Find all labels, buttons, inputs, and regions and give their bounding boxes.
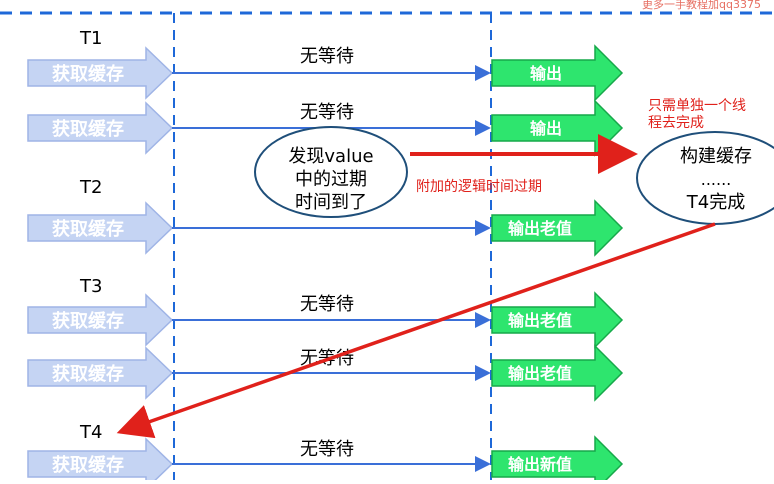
output-new-arrow: 输出新值	[491, 435, 624, 484]
output-old-label-1: 输出老值	[508, 219, 572, 238]
get-cache-label-1: 获取缓存	[52, 63, 124, 85]
build-line-2: ......	[701, 170, 732, 189]
output-old-arrow-1: 输出老值	[491, 199, 624, 257]
thread-label-t1: T1	[79, 28, 102, 49]
watermark-text: 更多一手教程加qq3375	[642, 0, 761, 11]
get-cache-label-4: 获取缓存	[52, 310, 124, 332]
no-wait-label-2: 无等待	[300, 102, 354, 123]
discover-line-1: 发现value	[288, 146, 373, 167]
output-label-2: 输出	[530, 119, 562, 138]
thread-label-t3: T3	[79, 276, 102, 297]
discover-line-3: 时间到了	[295, 192, 367, 213]
output-arrow-1: 输出	[491, 44, 624, 102]
build-line-1: 构建缓存	[680, 146, 752, 167]
red-arrow-to-t4	[116, 222, 716, 439]
build-cache-ellipse: 构建缓存 ...... T4完成	[636, 131, 774, 225]
output-old-label-2: 输出老值	[508, 311, 572, 330]
discover-line-2: 中的过期	[295, 169, 367, 190]
output-label-1: 输出	[530, 64, 562, 83]
no-wait-label-3: 无等待	[300, 294, 354, 315]
extra-logic-note: 附加的逻辑时间过期	[416, 179, 542, 195]
output-old-arrow-2: 输出老值	[491, 291, 624, 349]
get-cache-arrow-6: 获取缓存	[27, 437, 174, 484]
output-arrow-2: 输出	[491, 99, 624, 157]
get-cache-arrow-4: 获取缓存	[27, 293, 174, 347]
get-cache-label-6: 获取缓存	[52, 454, 124, 476]
output-new-label: 输出新值	[508, 455, 572, 474]
build-line-3: T4完成	[686, 192, 745, 213]
thread-label-t4: T4	[79, 422, 102, 443]
no-wait-label-1: 无等待	[300, 46, 354, 67]
thread-label-t2: T2	[79, 177, 102, 198]
single-thread-note-line-1: 只需单独一个线	[648, 98, 746, 114]
get-cache-arrow-2: 获取缓存	[27, 101, 174, 155]
get-cache-arrow-5: 获取缓存	[27, 346, 174, 400]
get-cache-label-3: 获取缓存	[52, 218, 124, 240]
single-thread-note-line-2: 程去完成	[648, 115, 704, 131]
no-wait-label-5: 无等待	[300, 439, 354, 460]
output-old-label-3: 输出老值	[508, 364, 572, 383]
get-cache-label-5: 获取缓存	[52, 363, 124, 385]
get-cache-arrow-3: 获取缓存	[27, 201, 174, 255]
get-cache-arrow-1: 获取缓存	[27, 46, 174, 100]
get-cache-label-2: 获取缓存	[52, 118, 124, 140]
output-old-arrow-3: 输出老值	[491, 344, 624, 402]
discover-expired-ellipse: 发现value 中的过期 时间到了	[254, 126, 408, 218]
